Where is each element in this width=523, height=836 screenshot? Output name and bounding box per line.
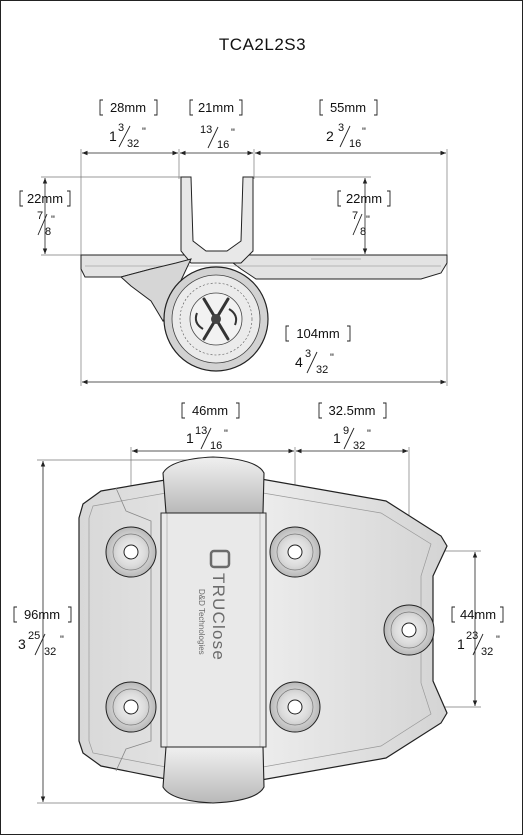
svg-text:2: 2 <box>326 128 334 144</box>
svg-text:13: 13 <box>195 425 207 437</box>
model-number-title: TCA2L2S3 <box>218 35 307 54</box>
svg-text:16: 16 <box>349 138 361 150</box>
barrel-center-screw-icon <box>211 314 221 324</box>
svg-text:3: 3 <box>338 122 344 134</box>
plate-contour-line <box>115 487 152 772</box>
svg-text:": " <box>224 428 228 440</box>
svg-text:16: 16 <box>217 139 229 151</box>
svg-text:7: 7 <box>37 210 43 222</box>
top-view <box>41 149 448 386</box>
svg-text:22mm: 22mm <box>346 191 382 206</box>
svg-text:3: 3 <box>305 348 311 360</box>
screw-hole <box>269 526 321 578</box>
plate-bevel-line <box>88 492 432 768</box>
svg-text:7: 7 <box>352 210 358 222</box>
dd-logo-icon <box>209 549 231 569</box>
svg-text:46mm: 46mm <box>192 403 228 418</box>
barrel-cap-text-ring <box>179 282 253 356</box>
svg-text:1: 1 <box>186 430 194 446</box>
bottom-knuckle-cap <box>162 746 265 804</box>
svg-text:32: 32 <box>353 440 365 452</box>
svg-text:28mm: 28mm <box>110 100 146 115</box>
brand-mark: TRUClose D&D Technologies <box>197 549 231 661</box>
svg-text:": " <box>231 127 235 139</box>
dim-label-22mm-left: 22mm 7 8 " <box>19 190 71 238</box>
svg-text:1: 1 <box>109 128 117 144</box>
svg-text:1: 1 <box>457 636 465 652</box>
dim-label-44mm: 44mm 1 23 32 " <box>451 606 504 658</box>
svg-text:": " <box>367 428 371 440</box>
svg-text:44mm: 44mm <box>460 607 496 622</box>
svg-text:3: 3 <box>118 122 124 134</box>
screw-hole <box>105 526 157 578</box>
screw-hole <box>269 681 321 733</box>
svg-text:": " <box>142 126 146 138</box>
dim-label-21mm: 21mm 13 16 " <box>189 99 243 151</box>
svg-text:55mm: 55mm <box>330 100 366 115</box>
svg-text:22mm: 22mm <box>27 191 63 206</box>
svg-text:4: 4 <box>295 354 303 370</box>
svg-text:104mm: 104mm <box>296 326 339 341</box>
svg-text:": " <box>362 126 366 138</box>
svg-text:": " <box>496 634 500 646</box>
svg-text:3: 3 <box>18 636 26 652</box>
svg-text:21mm: 21mm <box>198 100 234 115</box>
dim-label-46mm: 46mm 1 13 16 " <box>181 402 240 452</box>
svg-text:8: 8 <box>360 226 366 238</box>
svg-text:32: 32 <box>44 646 56 658</box>
svg-text:23: 23 <box>466 630 478 642</box>
svg-text:32: 32 <box>316 364 328 376</box>
svg-text:": " <box>60 634 64 646</box>
svg-text:32.5mm: 32.5mm <box>329 403 376 418</box>
svg-text:32: 32 <box>127 138 139 150</box>
hinge-knuckle-posts <box>180 176 254 264</box>
dim-label-104mm: 104mm 4 3 32 " <box>285 325 351 376</box>
screw-hole <box>105 681 157 733</box>
svg-text:": " <box>330 352 334 364</box>
front-view: TRUClose D&D Technologies <box>37 447 481 804</box>
dim-label-22mm-right: 22mm 7 8 " <box>337 190 391 238</box>
svg-text:": " <box>366 214 370 226</box>
svg-text:96mm: 96mm <box>24 607 60 622</box>
svg-text:1: 1 <box>333 430 341 446</box>
svg-text:9: 9 <box>343 425 349 437</box>
dim-label-32-5mm: 32.5mm 1 9 32 " <box>318 402 387 452</box>
rotate-arrow-icon <box>194 312 204 330</box>
dim-label-28mm: 28mm 1 3 32 " <box>99 99 158 150</box>
top-knuckle-cap <box>162 456 265 514</box>
rotate-arrow-icon <box>228 308 238 326</box>
brand-name: TRUClose <box>209 573 228 661</box>
svg-text:32: 32 <box>481 646 493 658</box>
svg-text:13: 13 <box>200 124 212 136</box>
dim-label-96mm: 96mm 3 25 32 " <box>13 606 72 658</box>
svg-text:8: 8 <box>45 226 51 238</box>
brand-tagline: D&D Technologies <box>197 589 206 655</box>
svg-text:": " <box>51 214 55 226</box>
svg-text:25: 25 <box>28 630 40 642</box>
svg-text:16: 16 <box>210 440 222 452</box>
screw-hole <box>383 604 435 656</box>
dim-label-55mm: 55mm 2 3 16 " <box>319 99 378 150</box>
